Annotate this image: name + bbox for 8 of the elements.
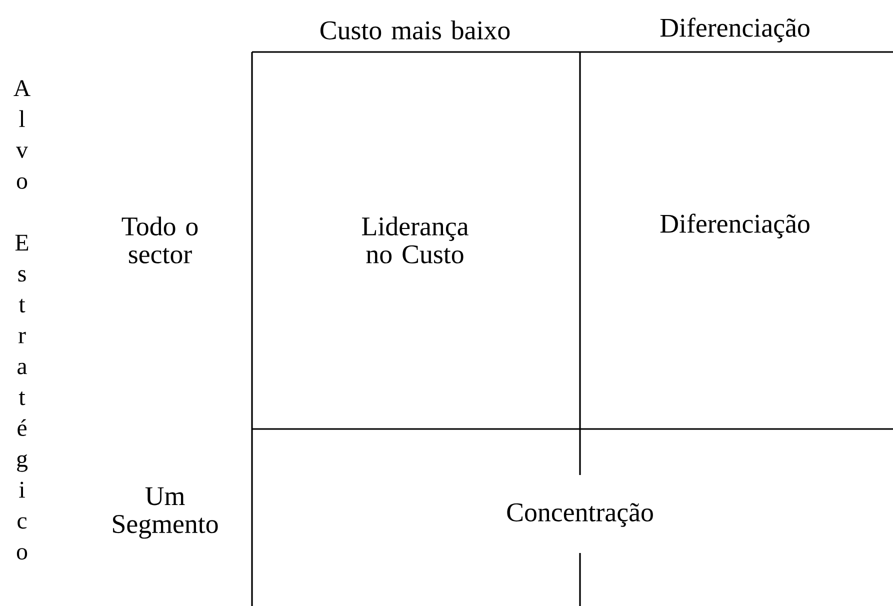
- row-header: Todo o sector: [122, 216, 198, 264]
- cell-text: Liderança no Custo: [362, 216, 468, 264]
- row-header: Um Segmento: [113, 487, 218, 539]
- vertical-axis-label: Alvo Estratégico: [14, 80, 30, 560]
- cell-text: Concentração: [507, 503, 653, 527]
- column-header: Custo mais baixo: [320, 20, 510, 40]
- cell-text: Diferenciação: [660, 214, 810, 238]
- column-header: Diferenciação: [660, 18, 810, 42]
